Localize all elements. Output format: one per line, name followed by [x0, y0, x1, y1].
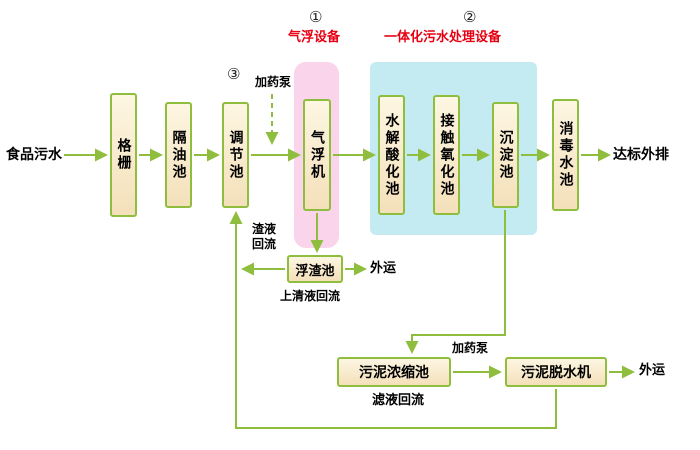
tank-disinfection: 消毒水池: [552, 99, 579, 211]
tank-scum: 浮渣池: [287, 255, 343, 283]
tank-air-flotation: 气浮机: [303, 99, 331, 211]
dosing-pump-bottom-label: 加药泵: [452, 341, 489, 355]
integrated-equipment-label: 一体化污水处理设备: [384, 30, 502, 45]
tank-contact-oxidation: 接触氧化池: [433, 95, 460, 215]
tank-sedimentation: 沉淀池: [492, 102, 519, 208]
dosing-pump-top-label: 加药泵: [255, 75, 292, 89]
filtrate-reflux-label: 滤液回流: [372, 393, 425, 408]
tank-bar-screen: 格栅: [110, 93, 137, 217]
supernatant-reflux-label: 上清液回流: [280, 289, 341, 303]
marker-1: ①: [309, 8, 323, 26]
tank-oil-separator: 隔油池: [165, 102, 192, 208]
tank-sludge-thickening: 污泥浓缩池: [337, 357, 451, 387]
slag-reflux-label: 渣液回流: [252, 222, 277, 251]
arrow-sedimentation-to-thickening: [405, 210, 506, 354]
outflow-label: 达标外排: [613, 147, 669, 163]
tank-regulating: 调节池: [222, 102, 249, 208]
inflow-label: 食品污水: [6, 147, 62, 163]
marker-2: ②: [463, 8, 477, 26]
scum-outbound-label: 外运: [370, 261, 397, 276]
air-flotation-equipment-label: 气浮设备: [288, 30, 341, 45]
arrow-filtrate-return-to-regulating: [229, 211, 557, 429]
sludge-outbound-label: 外运: [639, 363, 666, 378]
tank-hydrolysis-acidification: 水解酸化池: [378, 95, 405, 215]
tank-sludge-dewatering: 污泥脱水机: [505, 357, 607, 387]
marker-3: ③: [227, 65, 241, 83]
